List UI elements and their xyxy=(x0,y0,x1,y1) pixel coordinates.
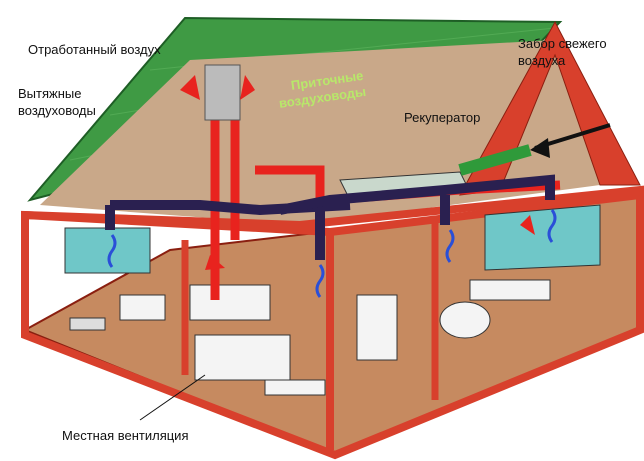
house-walls xyxy=(21,185,644,460)
label-fresh-intake-1: Забор свежего xyxy=(518,36,607,51)
roof-vent xyxy=(204,64,241,121)
window-left xyxy=(64,227,151,274)
label-exhaust-ducts-2: воздуховоды xyxy=(18,103,96,118)
supply-ducts xyxy=(105,174,555,260)
label-recuperator: Рекуператор xyxy=(404,110,481,125)
label-exhaust-ducts-1: Вытяжные xyxy=(18,86,82,101)
airflow-arrows xyxy=(107,209,557,298)
label-exhaust-air: Отработанный воздух xyxy=(28,42,161,57)
intake-duct xyxy=(458,144,532,176)
label-local-ventilation: Местная вентиляция xyxy=(62,428,189,443)
window-right xyxy=(484,204,601,271)
exhaust-arrows xyxy=(180,75,535,270)
label-fresh-intake-2: воздуха xyxy=(518,53,566,68)
